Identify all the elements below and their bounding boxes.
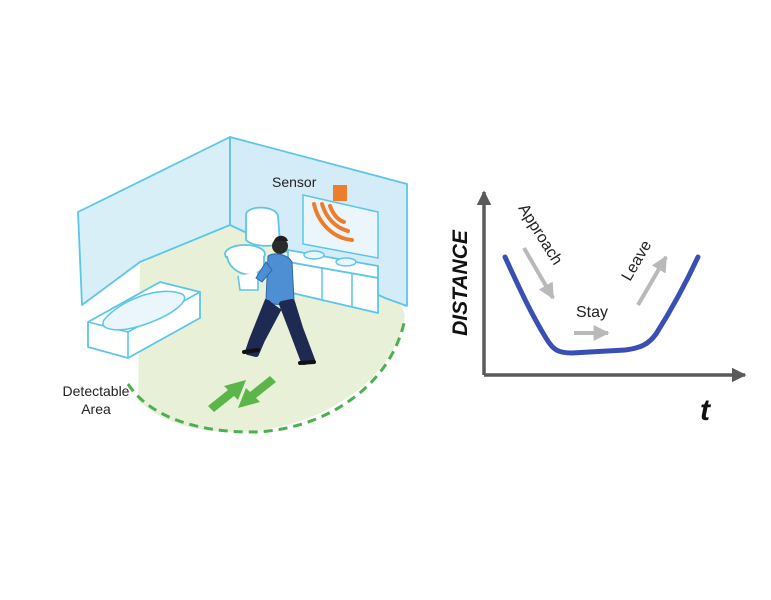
stay-label: Stay [576, 304, 608, 321]
left-wall [77, 136, 231, 306]
person-head [272, 238, 288, 254]
arrow-in-icon [208, 380, 246, 412]
movement-arrows [208, 376, 276, 412]
leave-arrow [636, 255, 668, 307]
leave-label: Leave [619, 238, 656, 284]
y-axis-label: DISTANCE [449, 229, 472, 336]
vanity [287, 248, 379, 315]
bathtub [87, 281, 201, 359]
person-torso [265, 253, 295, 305]
detectable-area-boundary [126, 317, 407, 434]
detectable-area-label-line2: Area [81, 401, 111, 417]
distance-curve [502, 254, 701, 356]
person-legs [245, 298, 315, 365]
approach-label: Approach [515, 201, 566, 268]
approach-arrow [522, 246, 555, 300]
sensor-label: Sensor [272, 174, 317, 190]
sensor-box [333, 185, 347, 201]
distance-time-graph: DISTANCE t Approach Stay Leave [449, 190, 747, 427]
arrow-out-icon [238, 376, 276, 408]
bathroom-illustration: Sensor Detectable Area [63, 136, 408, 434]
x-axis-label: t [700, 394, 712, 427]
walking-person [242, 235, 316, 365]
sensor-device [312, 185, 354, 242]
signal-waves [312, 202, 354, 242]
detectable-area-label-line1: Detectable [63, 383, 130, 399]
